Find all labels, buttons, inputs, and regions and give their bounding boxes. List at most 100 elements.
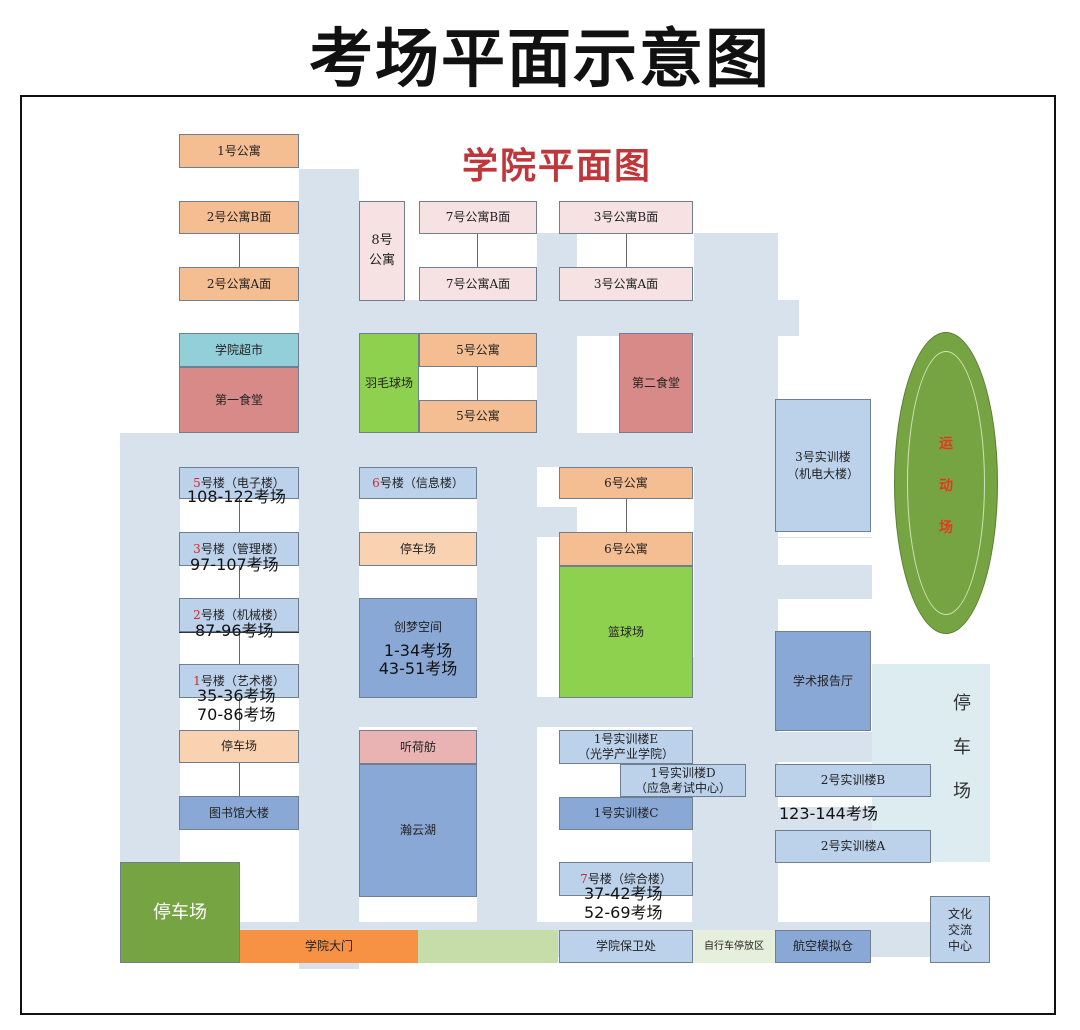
building-number: 6 (372, 475, 380, 490)
building-3-label: 3号楼（管理楼） (193, 541, 285, 558)
sports-field[interactable]: 运 动 场 (894, 332, 998, 634)
security-office[interactable]: 学院保卫处 (559, 930, 693, 963)
building-number: 5 (193, 475, 201, 490)
training-3-line1: 3号实训楼 (795, 449, 851, 464)
building-6-information[interactable]: 6号楼（信息楼） (359, 467, 477, 499)
exam-rooms-building-2: 87-96考场 (195, 621, 274, 640)
building-apartment-1[interactable]: 1号公寓 (179, 134, 299, 168)
building-1-art[interactable]: 1号楼（艺术楼） (179, 664, 299, 698)
road (120, 433, 800, 467)
exam-rooms-building-7: 52-69考场 (584, 903, 663, 922)
building-1-label: 1号楼（艺术楼） (193, 673, 285, 690)
connector-line (477, 234, 478, 267)
training-building-1c[interactable]: 1号实训楼C (559, 797, 693, 830)
building-name: 号楼（管理楼） (200, 541, 285, 556)
culture-center-label: 文化交流中心 (947, 906, 972, 953)
apartment-8-label: 8号公寓 (368, 233, 395, 268)
building-name: 号楼（艺术楼） (200, 673, 285, 688)
exam-rooms-building-1: 35-36考场 (197, 686, 276, 705)
building-number: 1 (193, 673, 201, 688)
training-building-1d[interactable]: 1号实训楼D （应急考试中心） (620, 764, 746, 797)
parking-left[interactable]: 停车场 (179, 730, 299, 763)
building-apartment-3b[interactable]: 3号公寓B面 (559, 201, 693, 234)
building-name: 号楼（电子楼） (200, 475, 285, 490)
training-1e-line2: （光学产业学院） (577, 747, 674, 761)
badminton-court[interactable]: 羽毛球场 (359, 333, 419, 433)
connector-line (626, 499, 627, 532)
strike-line (179, 632, 299, 633)
building-6-label: 6号楼（信息楼） (372, 475, 464, 492)
parking-big[interactable]: 停车场 (120, 862, 240, 963)
building-apartment-2b[interactable]: 2号公寓B面 (179, 201, 299, 234)
building-apartment-8[interactable]: 8号公寓 (359, 201, 405, 301)
building-canteen-1[interactable]: 第一食堂 (179, 367, 299, 433)
building-3-management[interactable]: 3号楼（管理楼） (179, 532, 299, 566)
building-apartment-2a[interactable]: 2号公寓A面 (179, 267, 299, 301)
building-5-electronics[interactable]: 5号楼（电子楼） (179, 467, 299, 499)
training-building-2b[interactable]: 2号实训楼B (775, 764, 931, 797)
road (742, 565, 872, 599)
training-building-2a[interactable]: 2号实训楼A (775, 830, 931, 863)
parking-area-right (872, 664, 990, 862)
building-canteen-2[interactable]: 第二食堂 (619, 333, 693, 433)
building-chuangmeng-space[interactable]: 创梦空间 1-34考场 43-51考场 (359, 598, 477, 698)
exam-rooms-training-2: 123-144考场 (779, 804, 878, 823)
lake-hanyun[interactable]: 瀚云湖 (359, 764, 477, 897)
building-7-comprehensive[interactable]: 7号楼（综合楼） (559, 862, 693, 896)
building-2-mechanical[interactable]: 2号楼（机械楼） (179, 598, 299, 632)
building-apartment-7b[interactable]: 7号公寓B面 (419, 201, 537, 234)
building-apartment-5-bottom[interactable]: 5号公寓 (419, 400, 537, 433)
green-strip (418, 930, 558, 963)
building-supermarket[interactable]: 学院超市 (179, 333, 299, 367)
road (299, 169, 359, 969)
building-number: 7 (580, 871, 588, 886)
campus-map: 学院平面图 1号公寓 2号公寓B面 2号公寓A面 学院超市 第一食堂 5号楼（电… (20, 95, 1056, 1015)
connector-line (477, 367, 478, 400)
parking-right-text: 停车场 (953, 693, 971, 802)
basketball-court[interactable]: 篮球场 (559, 566, 693, 698)
running-track (907, 351, 985, 615)
training-1e-line1: 1号实训楼E (593, 732, 659, 746)
building-5-label: 5号楼（电子楼） (193, 475, 285, 492)
connector-line (626, 234, 627, 267)
training-3-line2: （机电大楼） (786, 466, 859, 481)
exam-rooms-building-7: 37-42考场 (584, 884, 663, 903)
connector-line (239, 234, 240, 270)
training-1d-line2: （应急考试中心） (634, 780, 731, 795)
sports-field-char: 动 (939, 478, 953, 494)
bike-parking-area[interactable]: 自行车停放区 (693, 930, 775, 963)
road (742, 732, 872, 762)
page-title: 考场平面示意图 (309, 22, 771, 97)
sports-field-char: 运 (939, 436, 953, 452)
building-apartment-5-top[interactable]: 5号公寓 (419, 333, 537, 367)
connector-line (239, 497, 240, 807)
building-name: 号楼（机械楼） (200, 607, 285, 622)
building-apartment-3a[interactable]: 3号公寓A面 (559, 267, 693, 301)
parking-mid[interactable]: 停车场 (359, 532, 477, 566)
exam-rooms-building-3: 97-107考场 (190, 555, 279, 574)
building-number: 3 (193, 541, 201, 556)
building-apartment-6-top[interactable]: 6号公寓 (559, 467, 693, 499)
lecture-hall[interactable]: 学术报告厅 (775, 631, 871, 731)
parking-right-label[interactable]: 停车场 (950, 682, 974, 814)
building-apartment-7a[interactable]: 7号公寓A面 (419, 267, 537, 301)
building-library[interactable]: 图书馆大楼 (179, 796, 299, 830)
building-name: 号楼（信息楼） (379, 475, 464, 490)
road (742, 537, 872, 538)
training-building-1e[interactable]: 1号实训楼E （光学产业学院） (559, 730, 693, 764)
building-name: 号楼（综合楼） (587, 871, 672, 886)
training-building-3[interactable]: 3号实训楼 （机电大楼） (775, 399, 871, 532)
college-gate[interactable]: 学院大门 (240, 930, 418, 963)
aviation-simulation-bay[interactable]: 航空模拟仓 (775, 930, 871, 963)
exam-rooms-chuangmeng: 43-51考场 (378, 658, 458, 678)
building-7-label: 7号楼（综合楼） (580, 871, 672, 888)
road (537, 233, 577, 443)
chuangmeng-label: 创梦空间 (393, 619, 442, 634)
building-apartment-6-bottom[interactable]: 6号公寓 (559, 532, 693, 566)
exam-rooms-building-1: 70-86考场 (197, 705, 276, 724)
building-tinghefang[interactable]: 听荷舫 (359, 730, 477, 764)
culture-exchange-center[interactable]: 文化交流中心 (930, 896, 990, 963)
map-title: 学院平面图 (461, 145, 652, 187)
building-2-label: 2号楼（机械楼） (193, 607, 285, 624)
sports-field-char: 场 (939, 520, 953, 536)
